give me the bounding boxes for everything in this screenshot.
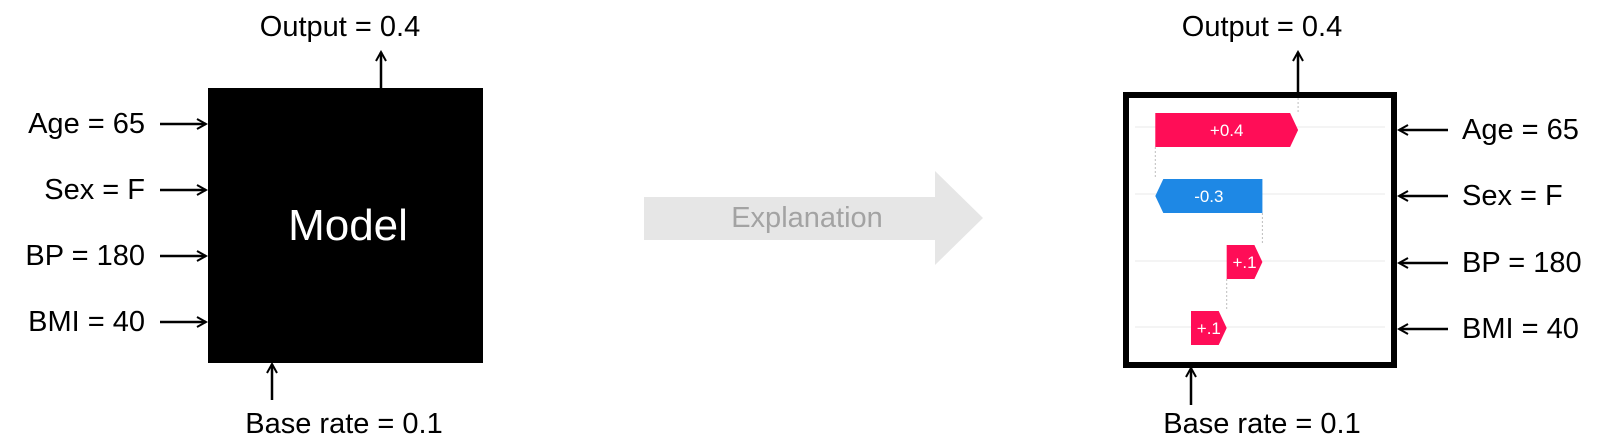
bar-sex-label: -0.3 — [1194, 187, 1223, 206]
model-box — [208, 88, 483, 363]
left-output-label: Output = 0.4 — [260, 11, 420, 43]
bar-bmi-label: +.1 — [1197, 319, 1221, 338]
waterfall-bars: +0.4 -0.3 +.1 +.1 — [1155, 113, 1299, 345]
model-label: Model — [288, 201, 408, 250]
bar-bp — [1226, 245, 1263, 279]
right-output-label: Output = 0.4 — [1182, 11, 1342, 43]
left-model-panel: Output = 0.4 Model Age = 65 Sex = F BP =… — [25, 11, 483, 440]
right-feature-bp: BP = 180 — [1462, 247, 1582, 279]
left-feature-bp: BP = 180 — [25, 240, 145, 272]
bar-age-label: +0.4 — [1210, 121, 1244, 140]
bar-bmi — [1191, 311, 1227, 345]
left-feature-sex: Sex = F — [44, 174, 145, 206]
right-feature-age: Age = 65 — [1462, 114, 1579, 146]
explanation-arrow-group: Explanation — [644, 171, 983, 265]
right-base-label: Base rate = 0.1 — [1163, 408, 1361, 440]
left-feature-bmi: BMI = 40 — [28, 306, 145, 338]
right-explained-panel: Output = 0.4 +0.4 -0.3 +.1 +.1 Age = 65 … — [1123, 11, 1582, 440]
bar-age — [1155, 113, 1299, 147]
explanation-label: Explanation — [731, 202, 883, 234]
left-base-label: Base rate = 0.1 — [245, 408, 443, 440]
right-feature-sex: Sex = F — [1462, 180, 1563, 212]
bar-bp-label: +.1 — [1232, 253, 1256, 272]
left-feature-age: Age = 65 — [28, 108, 145, 140]
bar-sex — [1155, 179, 1263, 213]
waterfall-connectors — [1154, 98, 1299, 311]
explanation-arrow — [644, 171, 983, 265]
right-feature-bmi: BMI = 40 — [1462, 313, 1579, 345]
